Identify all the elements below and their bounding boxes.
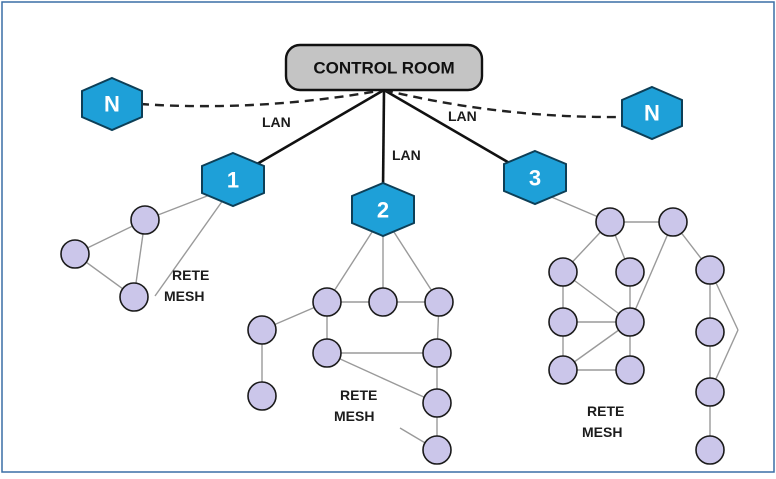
lan-label: LAN <box>262 114 291 130</box>
mesh-node <box>424 287 454 317</box>
lan-label: LAN <box>392 147 421 163</box>
mesh-node <box>119 282 149 312</box>
hub-label: 3 <box>529 166 541 191</box>
hub-hexagon <box>201 151 265 208</box>
mesh-node <box>658 207 688 237</box>
mesh-node <box>422 338 452 368</box>
lan-link-hub-2 <box>381 89 386 191</box>
mesh-node <box>548 307 578 337</box>
hub-label: N <box>104 92 120 117</box>
mesh-node <box>312 287 342 317</box>
control-room-label: CONTROL ROOM <box>313 59 454 78</box>
hub-hexagon <box>503 149 567 206</box>
mesh-node <box>130 205 160 235</box>
lan-link-hub-3 <box>383 88 531 177</box>
hub-hexagon <box>81 76 143 132</box>
mesh-node <box>247 315 277 345</box>
mesh-node <box>548 257 578 287</box>
hub-hexagon <box>621 85 683 141</box>
mesh-label: MESH <box>334 408 374 424</box>
mesh-node <box>615 355 645 385</box>
mesh-node <box>60 239 90 269</box>
control-room-box <box>284 43 484 92</box>
control-room: CONTROL ROOM <box>284 43 484 92</box>
mesh-node <box>695 255 725 285</box>
mesh-label: MESH <box>164 288 204 304</box>
mesh-node <box>695 377 725 407</box>
mesh-nodes <box>60 205 725 465</box>
mesh-node <box>615 307 645 337</box>
mesh-node <box>695 435 725 465</box>
mesh-node <box>615 257 645 287</box>
hub-1: 1 <box>201 151 265 208</box>
mesh-node <box>422 388 452 418</box>
mesh-label: RETE <box>340 387 377 403</box>
hub-hexagon <box>351 181 415 238</box>
lan-link-n-left <box>139 88 385 108</box>
hub-label: N <box>644 101 660 126</box>
mesh-label: RETE <box>172 267 209 283</box>
mesh-node <box>312 338 342 368</box>
lan-link-n-right <box>383 88 621 119</box>
mesh-node <box>548 355 578 385</box>
lan-label: LAN <box>448 108 477 124</box>
mesh-label: MESH <box>582 424 622 440</box>
hub-2: 2 <box>351 181 415 238</box>
hub-n-right: N <box>621 85 683 141</box>
mesh-label: RETE <box>587 403 624 419</box>
hub-n-left: N <box>81 76 143 132</box>
mesh-node <box>422 435 452 465</box>
mesh-node <box>595 207 625 237</box>
hub-label: 2 <box>377 198 389 223</box>
hub-label: 1 <box>227 168 239 193</box>
mesh-node <box>247 381 277 411</box>
mesh-node <box>368 287 398 317</box>
hub-3: 3 <box>503 149 567 206</box>
mesh-node <box>695 317 725 347</box>
